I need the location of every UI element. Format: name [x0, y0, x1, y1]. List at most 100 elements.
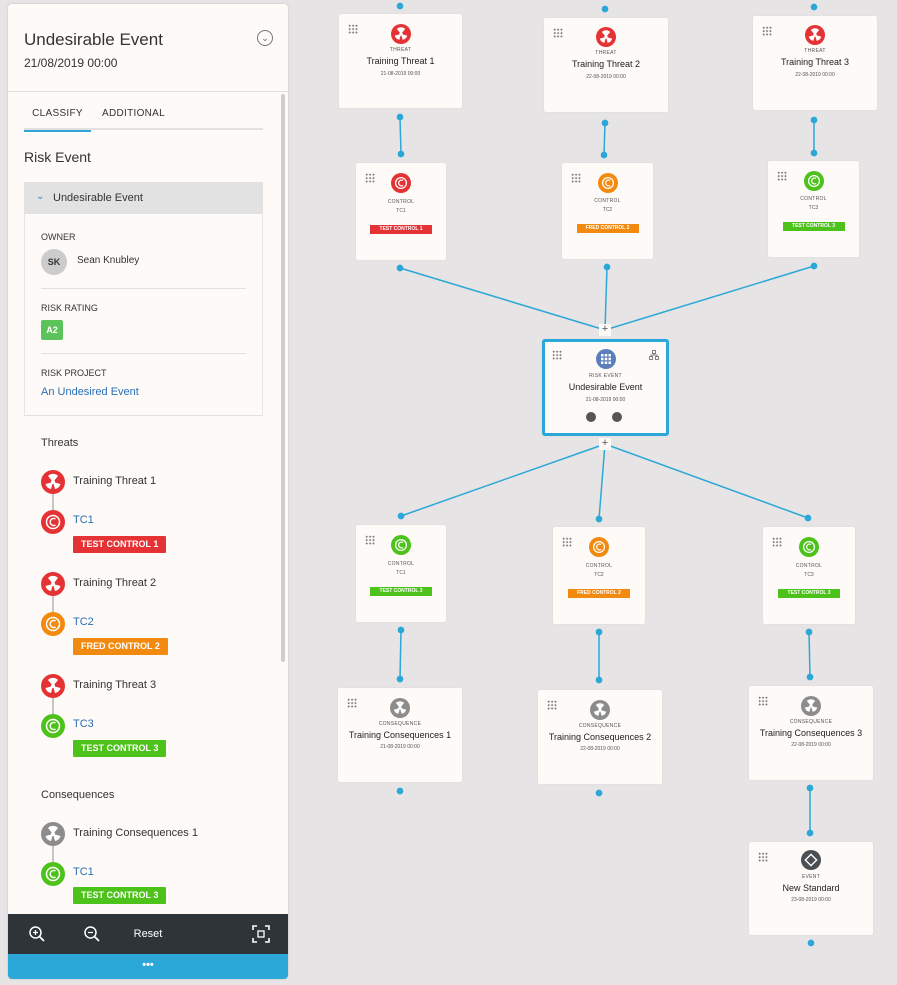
risk-project-label: RISK PROJECT: [41, 368, 107, 378]
node-type: THREAT: [389, 47, 412, 53]
drag-handle-icon[interactable]: [762, 26, 772, 36]
drag-handle-icon[interactable]: [348, 24, 358, 34]
control-icon: [799, 537, 819, 557]
control-node[interactable]: CONTROL TC1 TEST CONTROL 3: [356, 525, 446, 622]
drag-handle-icon[interactable]: [758, 852, 768, 862]
threat-node[interactable]: THREAT Training Threat 3 22-08-2019 00:0…: [753, 16, 877, 110]
bowtie-canvas[interactable]: THREAT Training Threat 1 21-08-2019 00:0…: [288, 0, 897, 985]
node-date: 21-08-2019 00:00: [380, 71, 421, 77]
node-title: New Standard: [782, 883, 840, 893]
threats-heading: Threats: [41, 437, 79, 449]
fit-screen-icon[interactable]: [248, 914, 274, 954]
panel-header: Undesirable Event 21/08/2019 00:00 ⌄: [8, 4, 288, 92]
control-node[interactable]: CONTROL TC3 TEST CONTROL 3: [763, 527, 855, 624]
panel-date: 21/08/2019 00:00: [24, 56, 118, 70]
node-type: CONSEQUENCE: [378, 721, 422, 727]
node-code: TC1: [396, 570, 406, 576]
consequence-name[interactable]: Training Consequences 1: [73, 827, 198, 839]
drag-handle-icon[interactable]: [547, 700, 557, 710]
link-icon[interactable]: [612, 412, 622, 422]
threat-node[interactable]: THREAT Training Threat 2 22-08-2019 00:0…: [544, 18, 668, 112]
threat-name[interactable]: Training Threat 1: [73, 475, 157, 487]
node-type: RISK EVENT: [589, 373, 622, 379]
threat-name[interactable]: Training Threat 3: [73, 679, 157, 691]
control-link[interactable]: TC1: [73, 514, 94, 526]
divider: [41, 288, 246, 289]
node-code: TC1: [396, 208, 406, 214]
drag-handle-icon[interactable]: [777, 171, 787, 181]
divider: [41, 353, 246, 354]
threat-icon: [41, 470, 65, 494]
node-date: 21-08-2019 00:00: [380, 744, 420, 750]
drag-handle-icon[interactable]: [365, 535, 375, 545]
consequence-icon: [590, 700, 610, 720]
chevron-down-icon[interactable]: ⌄: [257, 30, 273, 46]
accordion-header[interactable]: ⌄ Undesirable Event: [24, 182, 263, 214]
add-threat-button[interactable]: +: [599, 324, 611, 336]
node-title: Training Threat 2: [571, 59, 641, 69]
drag-handle-icon[interactable]: [347, 698, 357, 708]
reset-button[interactable]: Reset: [133, 928, 163, 940]
drag-handle-icon[interactable]: [552, 350, 562, 360]
panel-title: Undesirable Event: [24, 30, 163, 49]
lightbulb-icon[interactable]: [586, 412, 596, 422]
drag-handle-icon[interactable]: [365, 173, 375, 183]
control-link[interactable]: TC1: [73, 866, 94, 878]
risk-event-node[interactable]: RISK EVENT Undesirable Event 21-08-2019 …: [542, 339, 669, 436]
add-consequence-button[interactable]: +: [599, 438, 611, 450]
risk-project-link[interactable]: An Undesired Event: [41, 386, 139, 398]
zoom-in-icon[interactable]: [24, 914, 50, 954]
tab-classify[interactable]: CLASSIFY: [24, 108, 91, 132]
threat-icon: [596, 27, 616, 47]
drag-handle-icon[interactable]: [562, 537, 572, 547]
threat-name[interactable]: Training Threat 2: [73, 577, 157, 589]
node-type: CONTROL: [387, 199, 415, 205]
control-icon: [41, 510, 65, 534]
control-link[interactable]: TC2: [73, 616, 94, 628]
control-node[interactable]: CONTROL TC3 TEST CONTROL 3: [768, 161, 859, 257]
owner-name: Sean Knubley: [77, 255, 140, 266]
panel-scrollbar[interactable]: [281, 94, 285, 662]
section-title: Risk Event: [24, 149, 91, 165]
node-type: THREAT: [595, 50, 617, 56]
more-options-button[interactable]: •••: [8, 954, 288, 979]
node-title: Undesirable Event: [568, 382, 643, 392]
control-badge: TEST CONTROL 1: [73, 536, 167, 553]
control-icon: [41, 714, 65, 738]
drag-handle-icon[interactable]: [772, 537, 782, 547]
node-date: 22-08-2019 00:00: [580, 746, 620, 752]
consequence-node[interactable]: CONSEQUENCE Training Consequences 2 22-0…: [538, 690, 662, 784]
drag-handle-icon[interactable]: [553, 28, 563, 38]
control-node[interactable]: CONTROL TC2 FRED CONTROL 2: [553, 527, 645, 624]
node-title: Training Consequences 1: [348, 730, 452, 740]
drag-handle-icon[interactable]: [758, 696, 768, 706]
node-date: 23-08-2019 00:00: [791, 897, 831, 903]
consequence-icon: [41, 822, 65, 846]
hierarchy-icon[interactable]: [649, 350, 659, 360]
diamond-icon: [801, 850, 821, 870]
node-date: 21-08-2019 00:00: [585, 397, 626, 403]
threat-node[interactable]: THREAT Training Threat 1 21-08-2019 00:0…: [339, 14, 462, 108]
control-node[interactable]: CONTROL TC2 FRED CONTROL 2: [562, 163, 653, 259]
node-title: Training Consequences 2: [548, 732, 652, 742]
drag-handle-icon[interactable]: [571, 173, 581, 183]
node-type: CONTROL: [594, 198, 621, 204]
connector-line: [52, 594, 54, 620]
zoom-out-icon[interactable]: [79, 914, 105, 954]
risk-event-panel: Undesirable Event 21/08/2019 00:00 ⌄ CLA…: [8, 4, 288, 979]
control-node[interactable]: CONTROL TC1 TEST CONTROL 1: [356, 163, 446, 260]
event-node[interactable]: EVENT New Standard 23-08-2019 00:00: [749, 842, 873, 935]
node-title: Training Threat 3: [780, 57, 850, 67]
node-type: CONSEQUENCE: [578, 723, 622, 729]
tab-additional[interactable]: ADDITIONAL: [102, 108, 166, 119]
control-link[interactable]: TC3: [73, 718, 94, 730]
control-badge: TEST CONTROL 3: [782, 222, 845, 231]
threat-icon: [390, 24, 411, 44]
control-badge: TEST CONTROL 3: [73, 887, 167, 904]
consequence-node[interactable]: CONSEQUENCE Training Consequences 1 21-0…: [338, 688, 462, 782]
control-badge: TEST CONTROL 3: [370, 587, 432, 596]
chevron-down-icon: ⌄: [36, 191, 45, 202]
consequence-node[interactable]: CONSEQUENCE Training Consequences 3 22-0…: [749, 686, 873, 780]
node-type: THREAT: [804, 48, 826, 54]
control-badge: TEST CONTROL 3: [778, 589, 840, 598]
